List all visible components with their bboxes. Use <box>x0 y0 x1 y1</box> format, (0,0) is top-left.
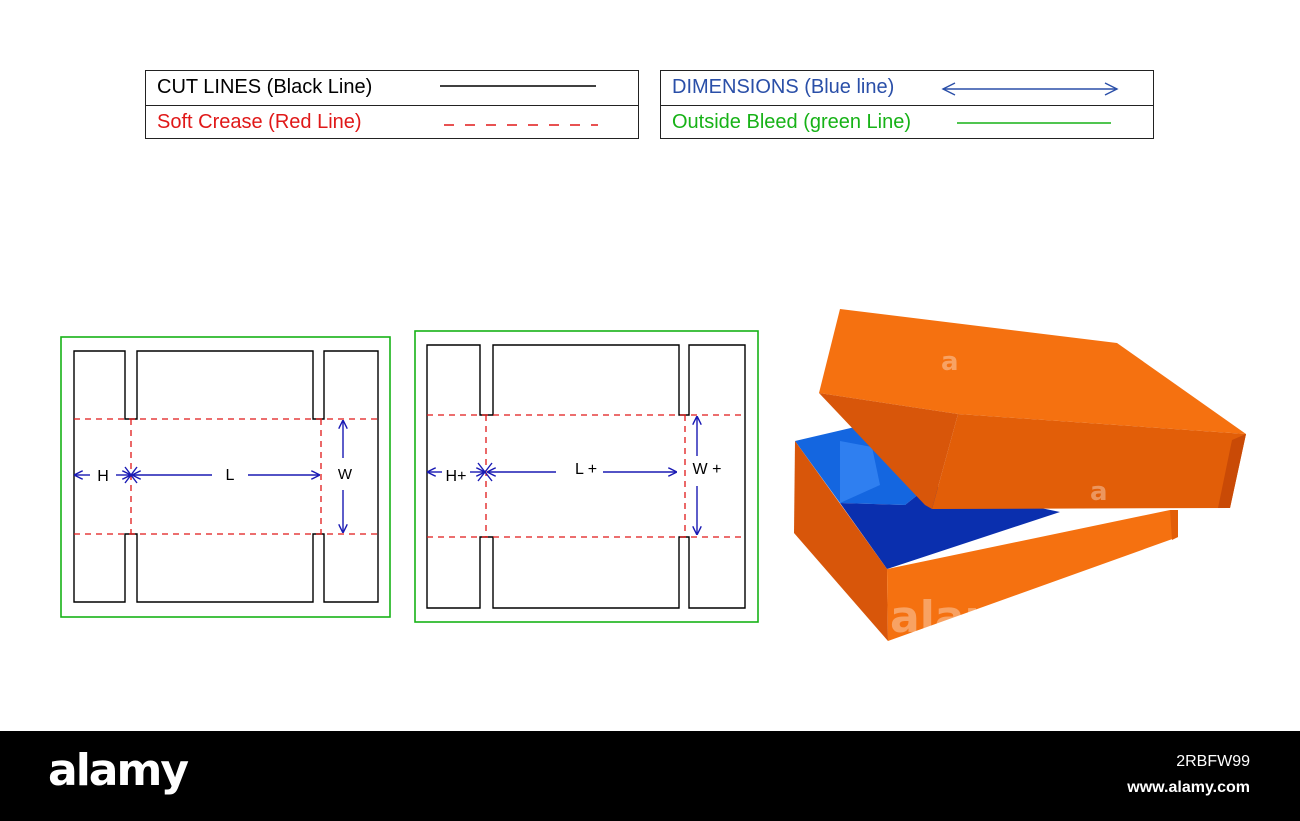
watermark-letter: a <box>1090 477 1108 507</box>
outside-bleed-outline <box>60 336 391 618</box>
base-left-side <box>794 441 888 641</box>
site-link[interactable]: www.alamy.com <box>1127 779 1250 796</box>
dimension-lines <box>428 417 697 534</box>
dimensions-label: DIMENSIONS (Blue line) <box>672 76 895 98</box>
watermark-letter: a <box>941 347 959 377</box>
dimension-l-label: L + <box>575 461 597 478</box>
dieline-1: H L W <box>60 336 391 618</box>
legend-left-box: CUT LINES (Black Line) Soft Crease (Red … <box>145 70 639 139</box>
soft-crease-label: Soft Crease (Red Line) <box>157 111 362 133</box>
base-inner-side-highlight <box>840 441 880 503</box>
legend-row-dimensions: DIMENSIONS (Blue line) <box>661 71 1153 105</box>
lid-top <box>819 309 1246 434</box>
dimension-arrow-sample <box>941 82 1119 96</box>
footer-bar: alamy 2RBFW99 www.alamy.com <box>0 731 1300 821</box>
dimension-l-label: L <box>226 467 235 484</box>
outside-bleed-sample <box>957 122 1111 124</box>
cut-lines-label: CUT LINES (Black Line) <box>157 76 373 98</box>
legend-row-cut-lines: CUT LINES (Black Line) <box>146 71 638 105</box>
base-right-edge <box>1170 510 1178 540</box>
legend-row-outside-bleed: Outside Bleed (green Line) <box>661 105 1153 140</box>
dieline-diagram: H L W H+ L + W + <box>60 309 1246 643</box>
soft-crease-lines <box>74 418 378 535</box>
legend-row-soft-crease: Soft Crease (Red Line) <box>146 105 638 140</box>
image-id: 2RBFW99 <box>1176 753 1250 770</box>
outside-bleed-label: Outside Bleed (green Line) <box>672 111 912 133</box>
lid-front-side <box>932 414 1246 509</box>
cut-line-sample <box>440 85 596 87</box>
lid-left-edge <box>819 393 958 509</box>
outside-bleed-outline <box>414 330 759 623</box>
brand-logo[interactable]: alamy <box>48 745 189 796</box>
legend-right-box: DIMENSIONS (Blue line) Outside Bleed (gr… <box>660 70 1154 139</box>
soft-crease-sample <box>444 124 598 126</box>
lid-right-edge <box>1218 434 1246 508</box>
watermark-text: alamy <box>890 592 1039 643</box>
dimension-w-label: W + <box>693 461 722 478</box>
dimension-w-label: W <box>338 466 353 483</box>
soft-crease-lines <box>427 414 745 538</box>
dieline-2: H+ L + W + <box>414 330 759 623</box>
box-illustration: alamy a a <box>794 309 1246 643</box>
base-front-side <box>887 510 1178 641</box>
dimension-h-label: H <box>97 468 109 485</box>
dimension-h-label: H+ <box>446 468 467 485</box>
dimension-lines <box>75 421 343 532</box>
